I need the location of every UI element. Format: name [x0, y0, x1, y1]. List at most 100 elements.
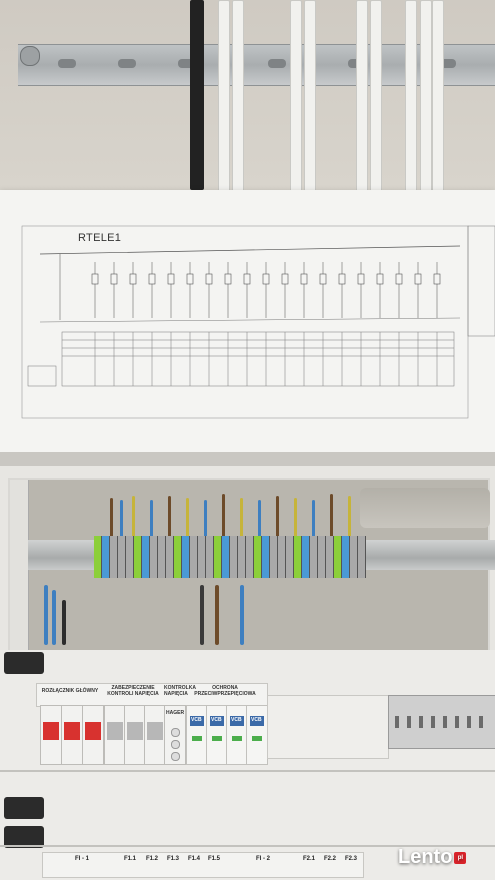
wire-yellow-green: [240, 498, 243, 538]
white-cable: [232, 0, 244, 192]
white-cable: [304, 0, 316, 192]
busbar-screw: [479, 716, 483, 728]
breaker-toggle[interactable]: [127, 722, 143, 740]
terminal-block: [94, 536, 102, 578]
terminal-block: [238, 536, 246, 578]
control-breaker[interactable]: [144, 705, 166, 765]
surge-protector: VCB: [206, 705, 228, 765]
rail-slot: [178, 59, 196, 68]
control-breaker[interactable]: [104, 705, 126, 765]
terminal-block: [222, 536, 230, 578]
spd-status: [232, 736, 242, 741]
wire-blue: [52, 590, 56, 645]
breaker-toggle[interactable]: [85, 722, 101, 740]
terminal-block: [134, 536, 142, 578]
busbar-screw: [419, 716, 423, 728]
wire-brown: [222, 494, 225, 538]
terminal-block: [166, 536, 174, 578]
wire-bundle: [360, 488, 490, 528]
spd-window: [230, 716, 244, 726]
label-f15: F1.5: [208, 856, 221, 862]
schematic-sheet: RTELE1: [0, 190, 495, 452]
rail-slot: [118, 59, 136, 68]
schematic-drawing: [21, 225, 495, 419]
indicator-lamp: [171, 752, 180, 761]
terminal-block: [262, 536, 270, 578]
terminal-block: [318, 536, 326, 578]
main-switch-pole[interactable]: [82, 705, 104, 765]
label-f11: F1.1: [124, 856, 137, 862]
busbar-screw: [455, 716, 459, 728]
terminal-block: [334, 536, 342, 578]
label-fi2: FI - 2: [256, 856, 271, 862]
black-cable: [190, 0, 204, 190]
wire-brown: [330, 494, 333, 538]
panel-divider: [0, 845, 495, 847]
blank-cover: [267, 695, 389, 759]
label-main-switch: ROZŁĄCZNIK GŁÓWNY: [41, 688, 99, 694]
spd-status: [252, 736, 262, 741]
terminal-block: [214, 536, 222, 578]
terminal-block: [326, 536, 334, 578]
wire-yellow-green: [186, 498, 189, 538]
white-cable: [356, 0, 368, 192]
main-switch-pole[interactable]: [61, 705, 83, 765]
wire-blue: [240, 585, 244, 645]
indicator-lamp: [171, 740, 180, 749]
terminal-block: [118, 536, 126, 578]
rail-slot: [58, 59, 76, 68]
spd-status: [192, 736, 202, 741]
spd-window: [250, 716, 264, 726]
rail-screw: [20, 46, 40, 66]
terminal-block: [150, 536, 158, 578]
terminal-block: [270, 536, 278, 578]
wire-brown: [168, 496, 171, 538]
cabinet-top-edge: [0, 452, 495, 466]
terminal-block: [278, 536, 286, 578]
label-f12: F1.2: [146, 856, 159, 862]
terminal-block: [126, 536, 134, 578]
control-breaker[interactable]: [124, 705, 146, 765]
neutral-busbar: [388, 695, 495, 749]
white-cable: [420, 0, 432, 192]
rail-slot: [268, 59, 286, 68]
breaker-toggle[interactable]: [147, 722, 163, 740]
terminal-block: [198, 536, 206, 578]
terminal-block: [142, 536, 150, 578]
breaker-toggle[interactable]: [43, 722, 59, 740]
wire-brown: [215, 585, 219, 645]
busbar-screw: [407, 716, 411, 728]
white-cable: [290, 0, 302, 192]
white-cable: [370, 0, 382, 192]
terminal-block: [230, 536, 238, 578]
busbar-screw: [395, 716, 399, 728]
wire-black: [200, 585, 204, 645]
door-hinge: [4, 797, 44, 819]
surge-protector: VCB: [226, 705, 248, 765]
spd-brand: VCB: [211, 717, 222, 723]
indicator-brand: HAGER: [166, 710, 185, 716]
spd-status: [212, 736, 222, 741]
rail-slot: [438, 59, 456, 68]
label-surge-protection: OCHRONA PRZECIWPRZEPIĘCIOWA: [194, 685, 256, 697]
label-f13: F1.3: [167, 856, 180, 862]
terminal-block: [350, 536, 358, 578]
wire-yellow-green: [294, 498, 297, 538]
wire-brown: [110, 498, 113, 538]
main-switch-pole[interactable]: [40, 705, 62, 765]
door-hinge: [4, 652, 44, 674]
terminal-block: [190, 536, 198, 578]
wire-blue: [204, 500, 207, 538]
watermark-text: Lento: [398, 846, 453, 868]
terminal-block: [302, 536, 310, 578]
terminal-block: [342, 536, 350, 578]
busbar-screw: [467, 716, 471, 728]
spd-brand: VCB: [231, 717, 242, 723]
terminal-block: [358, 536, 366, 578]
terminal-block: [246, 536, 254, 578]
terminal-block: [206, 536, 214, 578]
breaker-toggle[interactable]: [107, 722, 123, 740]
breaker-toggle[interactable]: [64, 722, 80, 740]
spd-window: [190, 716, 204, 726]
white-cable: [218, 0, 230, 192]
